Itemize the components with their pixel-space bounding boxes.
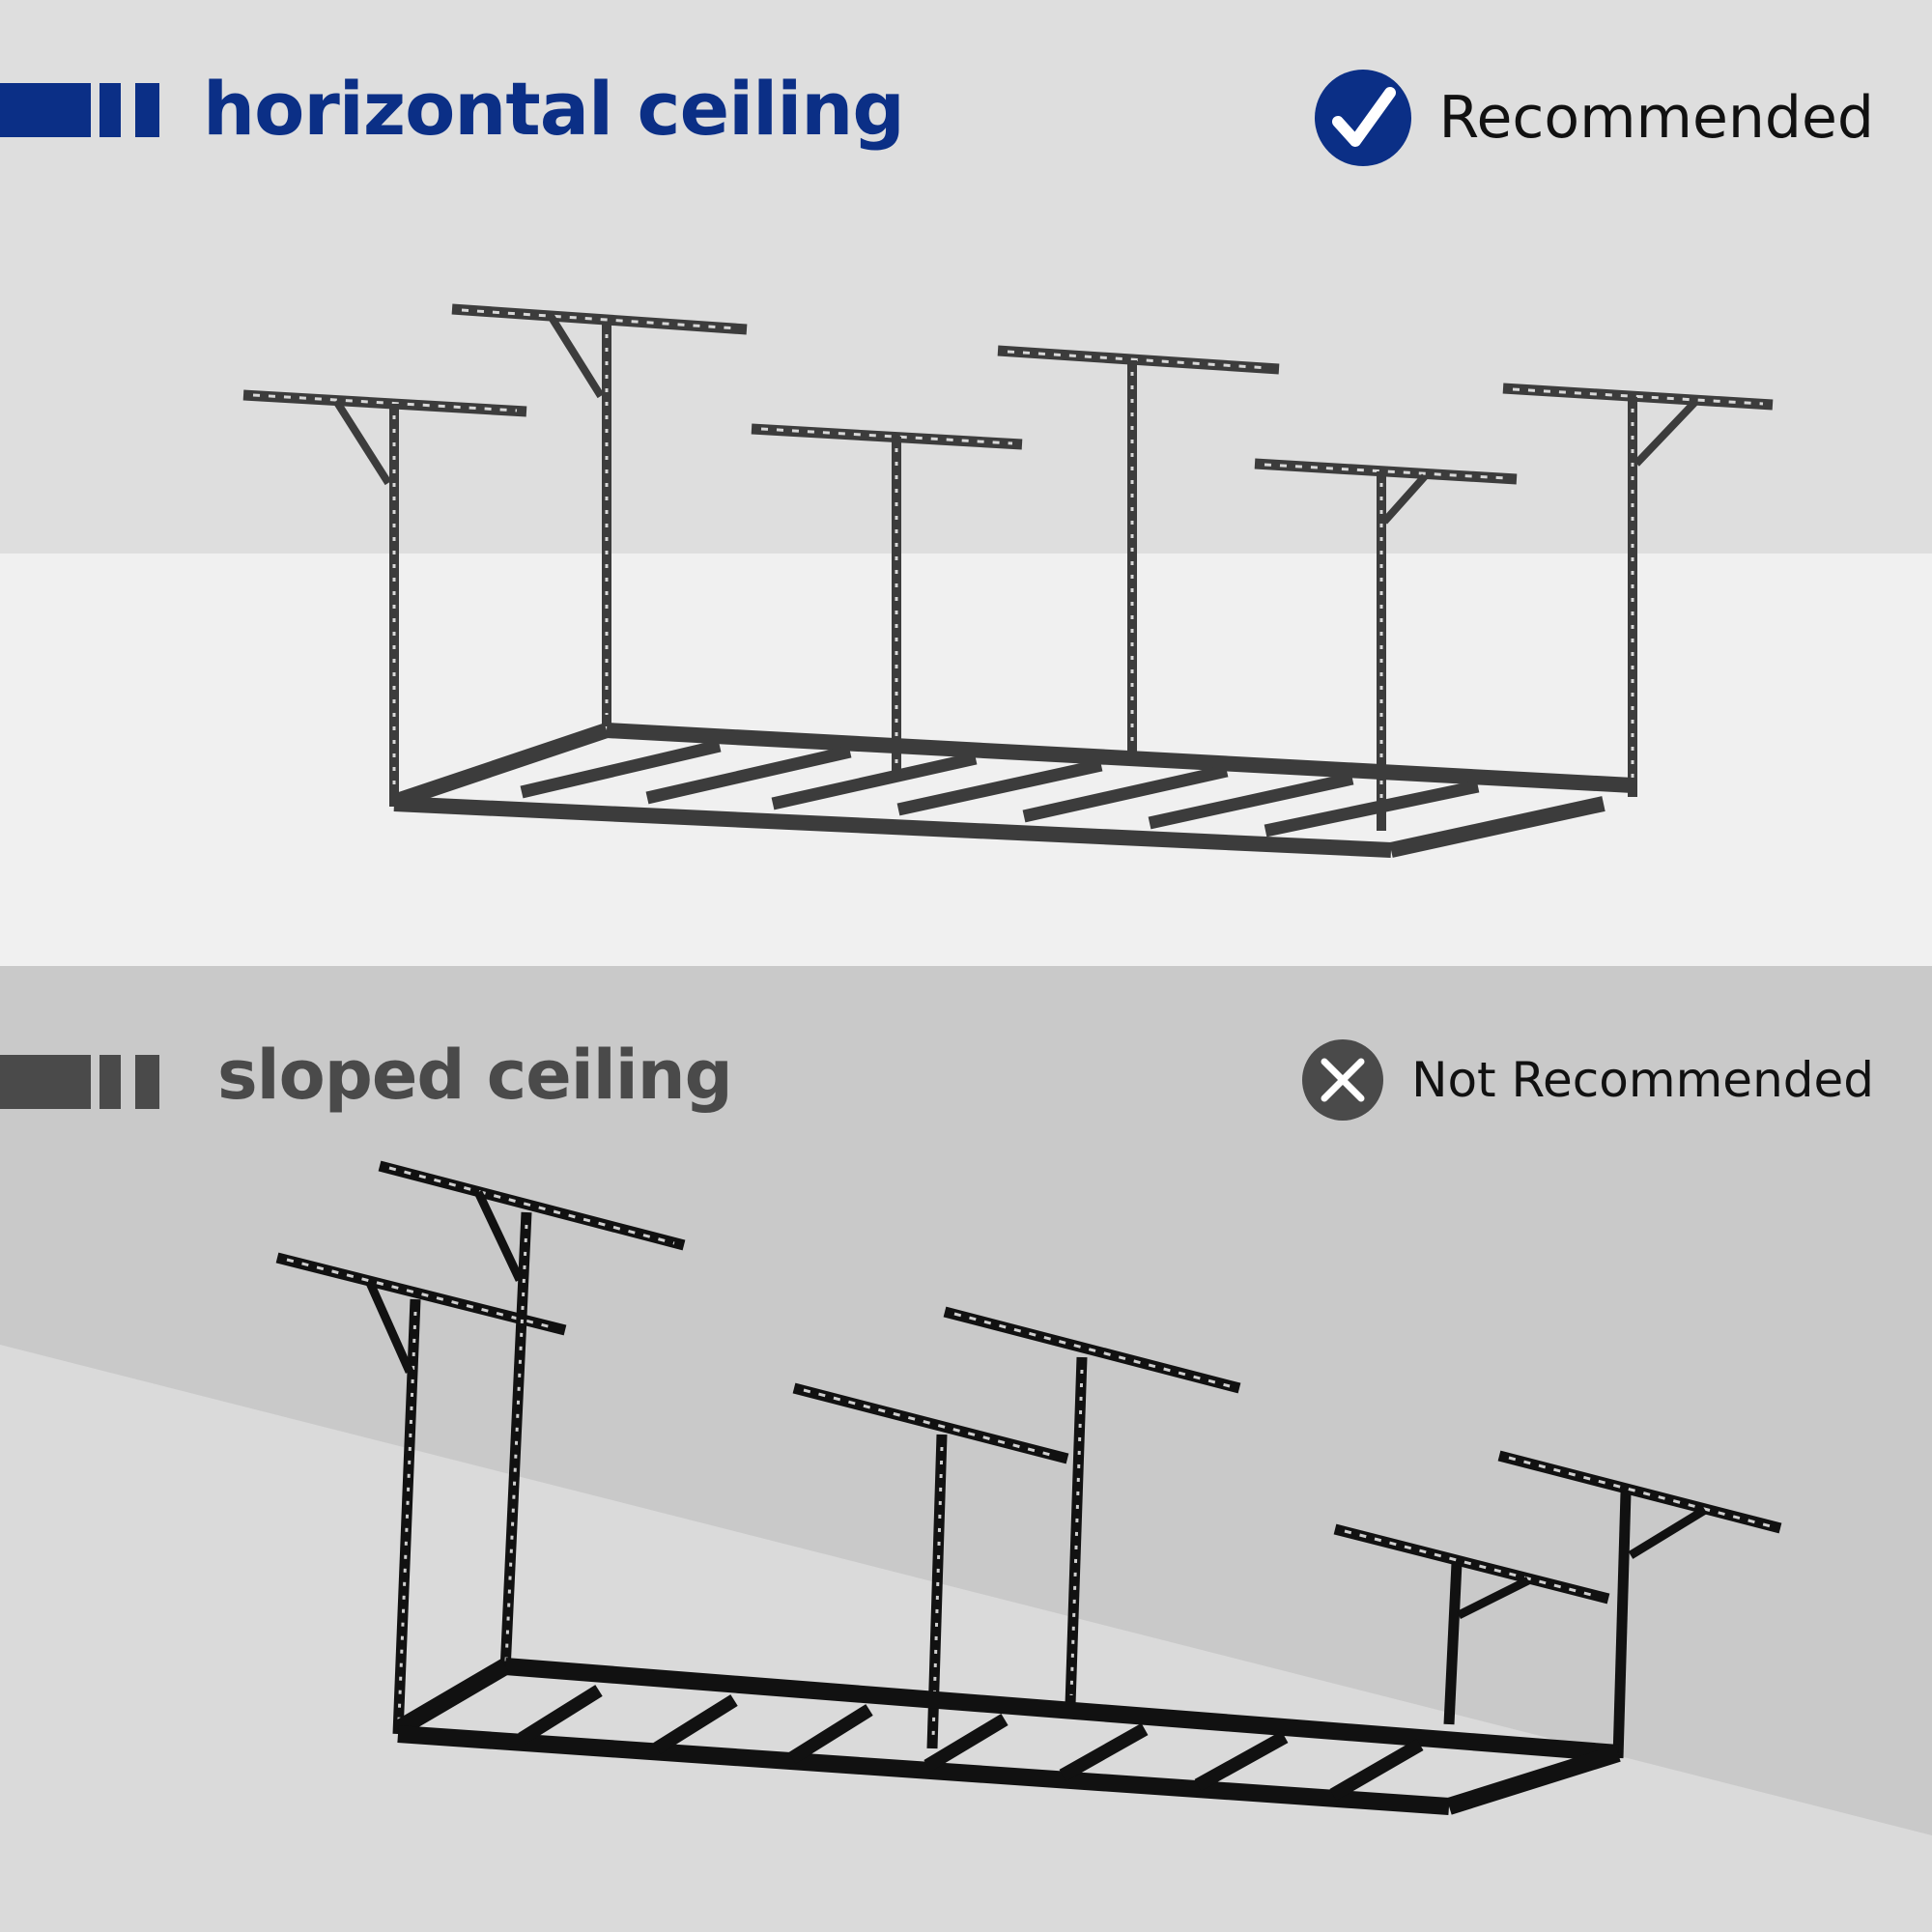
overhead-rack-illustration	[242, 303, 1774, 858]
status-label: Recommended	[1438, 84, 1874, 152]
overhead-rack-illustration	[275, 1160, 1782, 1815]
x-circle-icon	[1302, 1039, 1384, 1121]
sloped-ceiling-panel: sloped ceiling Not Recommended	[0, 966, 1932, 1932]
header-stripe-decoration	[0, 1055, 159, 1109]
horizontal-ceiling-panel: horizontal ceiling Recommended	[0, 0, 1932, 966]
section-title: horizontal ceiling	[203, 66, 905, 152]
section-title: sloped ceiling	[217, 1036, 733, 1115]
diagonal-braces	[332, 313, 1698, 525]
rack-frame	[393, 1658, 1621, 1815]
rack-slats	[518, 1685, 1424, 1802]
status-label: Not Recommended	[1411, 1052, 1874, 1108]
ceiling-mount-plates	[242, 303, 1774, 485]
post-holes	[397, 1224, 1084, 1740]
not-recommended-badge: Not Recommended	[1301, 1038, 1874, 1122]
diagonal-braces	[365, 1190, 1708, 1620]
header-stripe-decoration	[0, 83, 159, 137]
ceiling-mount-plates	[275, 1160, 1782, 1605]
rack-frame	[391, 723, 1634, 858]
post-holes	[392, 334, 1634, 821]
recommended-badge: Recommended	[1313, 68, 1874, 168]
plate-slots	[286, 1166, 1772, 1599]
plate-slots	[252, 308, 1764, 480]
rack-slats	[520, 739, 1480, 838]
checkmark-circle-icon	[1315, 70, 1412, 166]
